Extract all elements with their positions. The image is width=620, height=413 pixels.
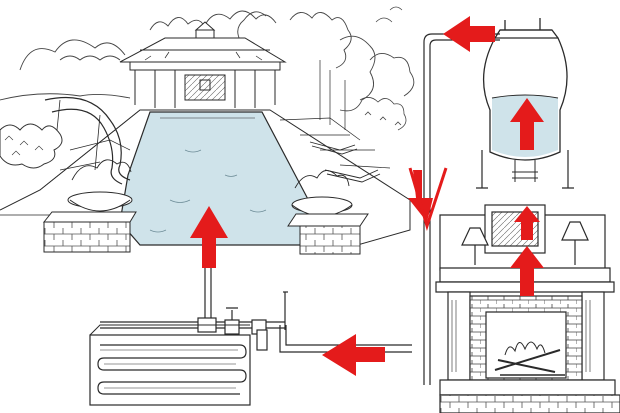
right-foliage xyxy=(359,97,407,131)
flow-arrow-fireplace-up-top xyxy=(514,206,540,240)
lounge-chairs xyxy=(309,141,381,183)
flow-arrow-tank-up xyxy=(510,98,544,150)
flow-arrow-top-left xyxy=(443,16,495,52)
right-planter xyxy=(287,170,369,255)
flow-arrow-pool-up xyxy=(190,206,228,268)
pipe-valve xyxy=(197,307,268,351)
water-slide xyxy=(44,96,131,185)
flow-arrow-bottom-left xyxy=(322,334,385,376)
heat-exchanger-coil xyxy=(89,324,251,406)
flow-arrow-fireplace-up xyxy=(510,246,544,296)
pavilion xyxy=(119,21,287,108)
flow-arrow-pipe-down xyxy=(408,170,433,222)
flow-arrows xyxy=(190,16,544,376)
backyard-scene xyxy=(0,6,415,255)
left-shrubs xyxy=(0,123,63,169)
left-planter xyxy=(42,159,137,253)
background-trees xyxy=(0,6,415,130)
pool-water xyxy=(119,111,321,246)
